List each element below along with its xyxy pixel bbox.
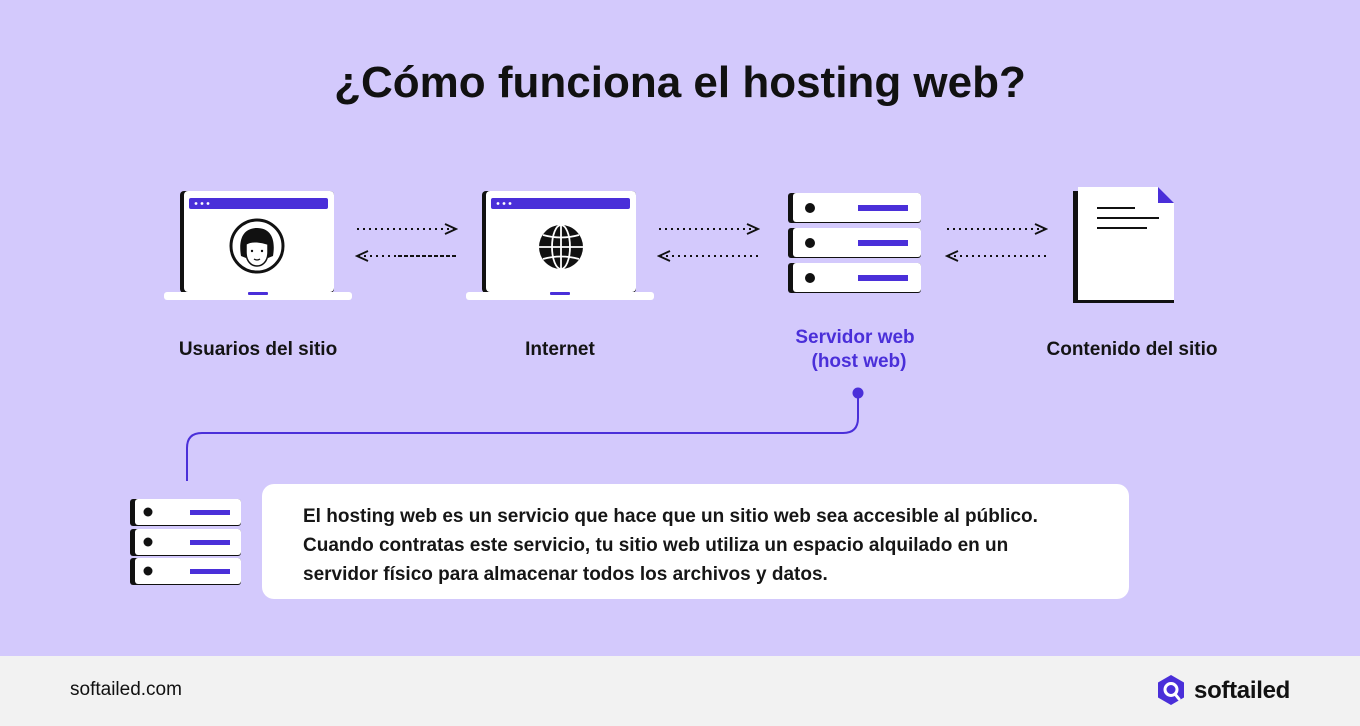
description-line-3: servidor físico para almacenar todos los… [303, 564, 828, 585]
brand-logo: softailed [1156, 674, 1290, 708]
user-avatar-icon [229, 218, 285, 274]
globe-icon [539, 224, 583, 270]
page-title: ¿Cómo funciona el hosting web? [334, 58, 1026, 107]
label-server: Servidor web (host web) [725, 326, 985, 374]
label-server-line2: (host web) [811, 351, 907, 372]
server-rack-icon [788, 193, 921, 293]
description-card: El hosting web es un servicio que hace q… [262, 484, 1129, 599]
arrows-internet-server [659, 229, 758, 256]
connector-line [186, 387, 864, 481]
footer: softailed.com softailed [0, 656, 1360, 726]
description-line-1: El hosting web es un servicio que hace q… [303, 506, 1038, 527]
user-laptop-icon [164, 191, 352, 300]
label-users: Usuarios del sitio [178, 339, 338, 360]
description-line-2: Cuando contratas este servicio, tu sitio… [303, 535, 1009, 556]
arrows-users-internet [357, 229, 456, 256]
brand-name: softailed [1194, 677, 1290, 704]
hosting-diagram [130, 187, 1174, 585]
description-text: El hosting web es un servicio que hace q… [303, 502, 1099, 589]
softailed-logo-icon [1158, 675, 1185, 705]
footer-url[interactable]: softailed.com [70, 679, 182, 700]
globe-laptop-icon [466, 191, 654, 300]
label-content: Contenido del sitio [1046, 339, 1218, 360]
server-small-icon [130, 499, 241, 585]
document-icon [1073, 187, 1174, 303]
label-internet: Internet [525, 339, 595, 360]
arrows-server-content [947, 229, 1046, 256]
label-server-line1: Servidor web [795, 327, 915, 348]
